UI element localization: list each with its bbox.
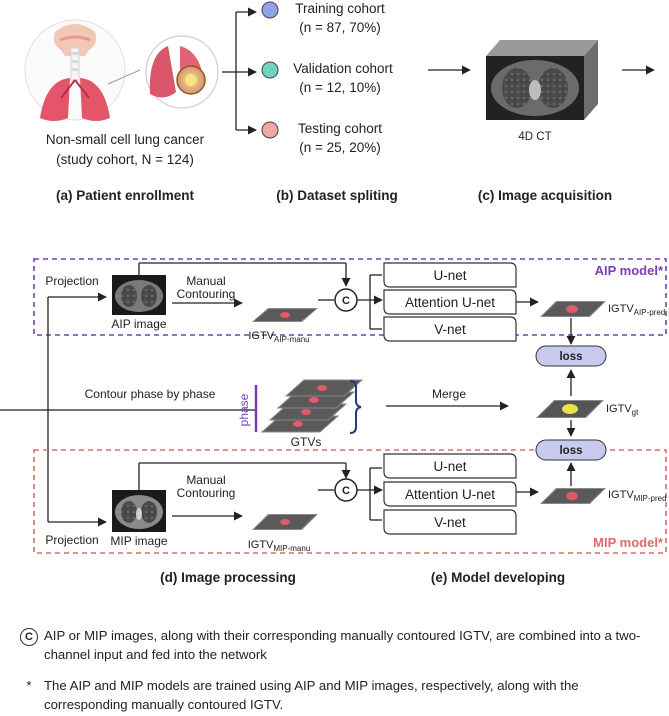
mip-unet-label: U-net <box>433 459 466 474</box>
aip-image-label: AIP image <box>111 317 166 331</box>
training-n: (n = 87, 70%) <box>299 20 380 35</box>
footnote-star: * The AIP and MIP models are trained usin… <box>14 676 654 714</box>
aip-attention-unet-label: Attention U-net <box>405 295 495 310</box>
igtv-mip-manu-label: IGTVMIP-manu <box>248 539 311 553</box>
aip-unet-label: U-net <box>433 268 466 283</box>
gtvs-stack-image <box>260 379 364 433</box>
mip-loss-label: loss <box>559 445 582 457</box>
mip-projection-label: Projection <box>45 533 98 547</box>
testing-n: (n = 25, 20%) <box>299 140 380 155</box>
aip-contouring-label: Contouring <box>177 287 236 301</box>
aip-image-thumbnail <box>112 275 166 315</box>
workflow-diagram: Non-small cell lung cancer (study cohort… <box>0 1 667 585</box>
aip-manual-contour-image <box>252 308 318 322</box>
testing-dot <box>261 121 279 139</box>
mip-concat-symbol: C <box>342 485 350 497</box>
lung-tumor-zoom <box>107 35 219 109</box>
mip-model-label: MIP model* <box>593 535 664 550</box>
aip-vnet-label: V-net <box>434 322 466 337</box>
validation-dot <box>261 61 279 79</box>
mip-loss-node <box>535 439 607 461</box>
mip-attention-unet-label: Attention U-net <box>405 487 495 502</box>
stage-e-label: (e) Model developing <box>431 570 565 585</box>
igtv-mip-pred-label: IGTVMIP-pred <box>608 489 667 503</box>
stage-d-label: (d) Image processing <box>160 570 296 585</box>
mip-contouring-label: Contouring <box>177 486 236 500</box>
stage-a-label: (a) Patient enrollment <box>56 188 195 203</box>
mip-vnet-label: V-net <box>434 515 466 530</box>
mip-image-label: MIP image <box>110 534 167 548</box>
mip-unet-box <box>383 453 517 479</box>
merge-label: Merge <box>432 387 466 401</box>
stage-c-label: (c) Image acquisition <box>478 188 612 203</box>
mip-prediction-image <box>540 488 606 504</box>
ct-label: 4D CT <box>518 131 551 143</box>
cohort-title: Non-small cell lung cancer <box>46 132 205 147</box>
validation-n: (n = 12, 10%) <box>299 80 380 95</box>
mip-vnet-box <box>383 509 517 535</box>
igtv-gt-image <box>536 400 604 418</box>
testing-label: Testing cohort <box>298 121 382 136</box>
cohort-subtitle: (study cohort, N = 124) <box>56 152 194 167</box>
training-label: Training cohort <box>295 1 385 16</box>
aip-attention-unet-box <box>383 289 517 315</box>
anatomy-illustration <box>24 19 126 121</box>
footnote-star-symbol: * <box>26 678 32 693</box>
aip-loss-node <box>535 345 607 367</box>
gtvs-brace <box>349 380 362 434</box>
aip-vnet-box <box>383 316 517 342</box>
igtv-aip-pred-label: IGTVAIP-pred <box>608 303 665 317</box>
aip-prediction-image <box>540 301 606 317</box>
igtv-aip-manu-label: IGTVAIP-manu <box>248 330 309 344</box>
phase-label: phase <box>237 393 251 426</box>
aip-unet-box <box>383 262 517 288</box>
footnote-star-text: The AIP and MIP models are trained using… <box>44 678 579 712</box>
mip-model-box <box>33 449 667 554</box>
aip-concat-symbol: C <box>342 295 350 307</box>
ct-cube-image <box>486 40 598 120</box>
footnote-concat-symbol: C <box>14 626 44 646</box>
split-connector <box>222 7 257 135</box>
validation-label: Validation cohort <box>293 61 393 76</box>
aip-model-box <box>33 258 667 336</box>
training-dot <box>261 1 279 19</box>
aip-model-label: AIP model* <box>595 263 664 278</box>
mip-attention-unet-box <box>383 481 517 507</box>
footnote-concat-text: AIP or MIP images, along with their corr… <box>44 628 641 662</box>
gtvs-label: GTVs <box>291 435 322 449</box>
aip-loss-label: loss <box>559 351 582 363</box>
aip-projection-label: Projection <box>45 274 98 288</box>
contour-phase-label: Contour phase by phase <box>85 387 216 401</box>
stage-b-label: (b) Dataset spliting <box>276 188 398 203</box>
mip-manual-contour-image <box>252 514 318 530</box>
mip-image-thumbnail <box>112 490 166 532</box>
mip-manual-label: Manual <box>186 473 225 487</box>
aip-manual-label: Manual <box>186 274 225 288</box>
igtv-gt-label: IGTVgt <box>606 403 639 417</box>
